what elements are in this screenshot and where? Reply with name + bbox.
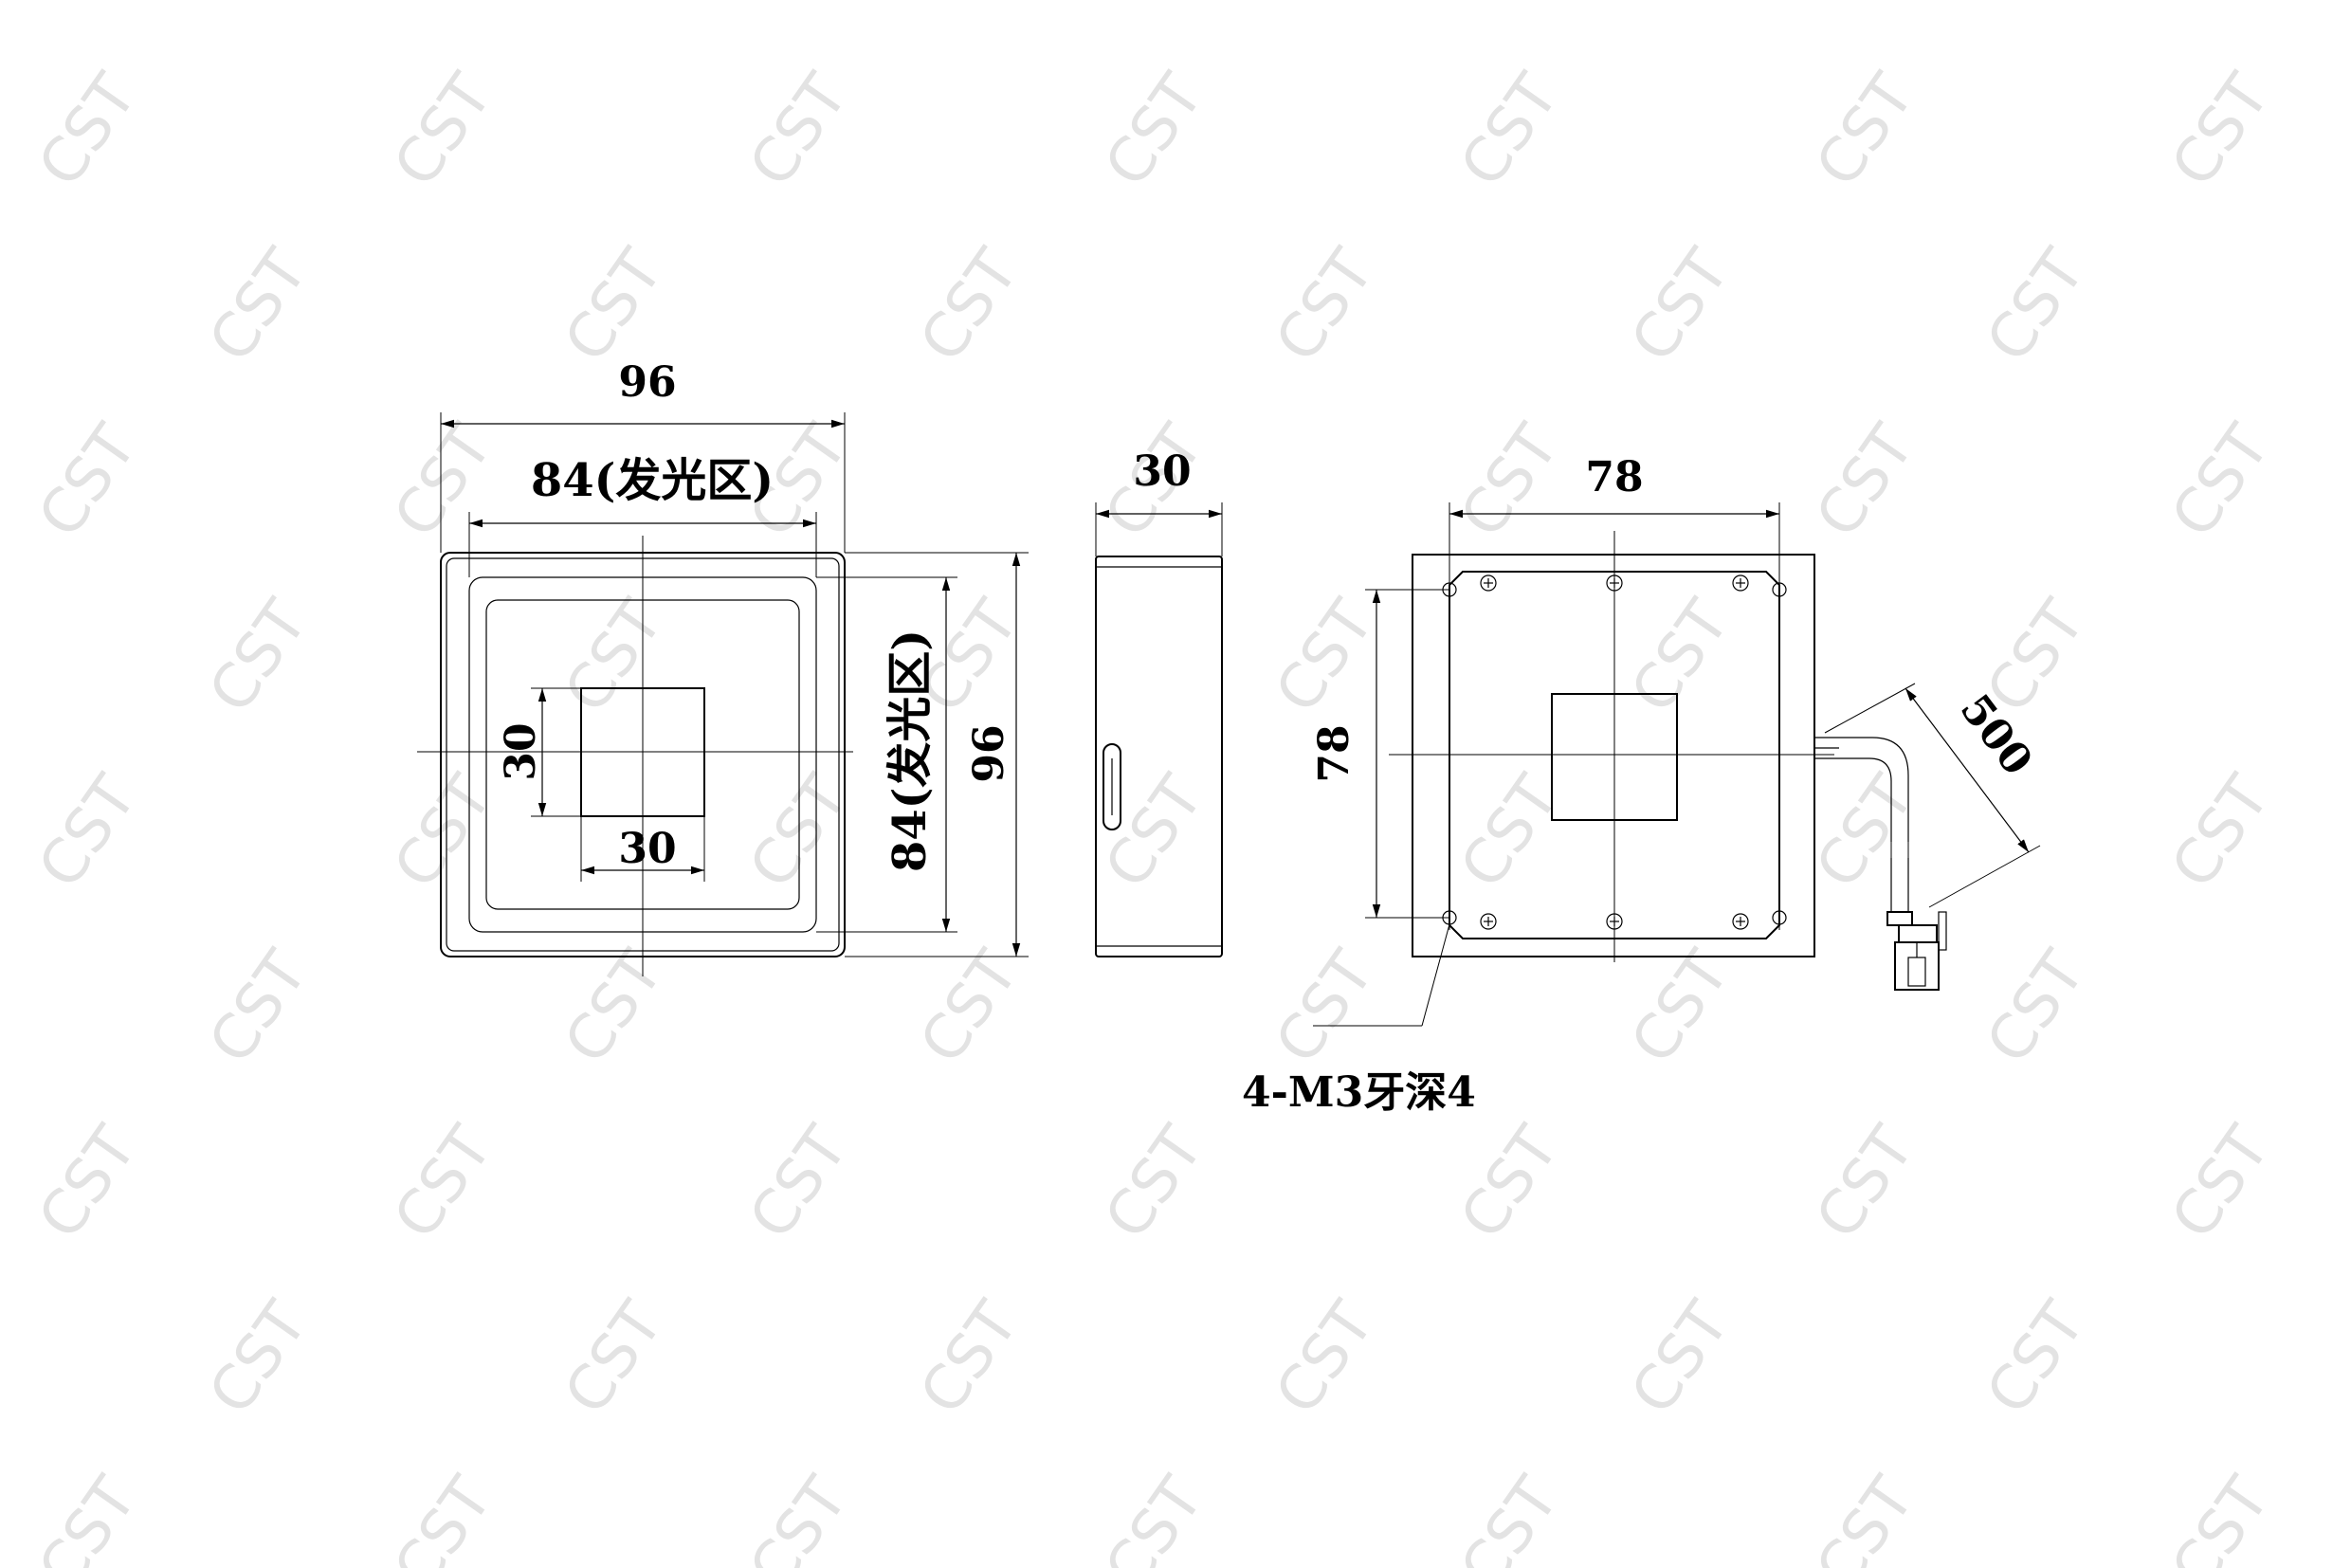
watermark-text: CST [1448, 1114, 1573, 1251]
connector-body [1898, 924, 1938, 943]
front-view: 96 84(发光区) 30 30 84(发光区) 96 [417, 358, 1029, 976]
connector-slot [1907, 957, 1926, 987]
watermark-text: CST [1448, 412, 1573, 550]
watermark-text: CST [26, 1465, 151, 1568]
watermark-text: CST [907, 237, 1032, 374]
watermark-text: CST [1448, 62, 1573, 199]
cable-connector [1886, 911, 1947, 991]
watermark-text: CST [381, 62, 506, 199]
watermark-text: CST [26, 1114, 151, 1251]
watermark-text: CST [2159, 1114, 2284, 1251]
watermark-text: CST [26, 763, 151, 901]
side-view: 30 [1095, 447, 1223, 957]
watermark-text: CST [381, 1465, 506, 1568]
watermark-text: CST [552, 939, 677, 1076]
watermark-layer: CST CST CST CST CST CST CST CST CST CST CST CST CST C… [26, 62, 2284, 1568]
watermark-text: CST [907, 1289, 1032, 1427]
watermark-text: CST [1448, 763, 1573, 901]
side-housing-outline [1095, 556, 1223, 957]
front-window-height-label: 30 [497, 722, 545, 780]
watermark-text: CST [552, 588, 677, 725]
watermark-text: CST [1618, 1289, 1743, 1427]
back-screw [1732, 574, 1749, 592]
cable-outline-lower-segment [1890, 858, 1909, 912]
watermark-text: CST [196, 237, 321, 374]
watermark-text: CST [1448, 1465, 1573, 1568]
back-screw-group [1480, 574, 1749, 930]
connector-latch [1938, 911, 1947, 951]
watermark-text: CST [2159, 1465, 2284, 1568]
back-screw [1606, 913, 1623, 930]
watermark-text: CST [1092, 763, 1217, 901]
watermark-text: CST [1092, 1114, 1217, 1251]
watermark-text: CST [1803, 412, 1928, 550]
cable-outline-lower [1814, 757, 1892, 842]
watermark-text: CST [196, 1289, 321, 1427]
watermark-text: CST [737, 1465, 862, 1568]
watermark-text: CST [1618, 939, 1743, 1076]
watermark-text: CST [2159, 62, 2284, 199]
watermark-text: CST [1263, 1289, 1388, 1427]
dim-line-cable-length [1904, 687, 2030, 853]
connector-collar [1886, 911, 1913, 926]
back-housing-outline [1412, 554, 1815, 957]
side-depth-label: 30 [1133, 447, 1191, 496]
front-emitting-width-label: 84(发光区) [531, 454, 774, 507]
back-thread-note: 4-M3牙深4 [1242, 1068, 1476, 1117]
watermark-text: CST [1263, 588, 1388, 725]
watermark-text: CST [1092, 62, 1217, 199]
thread-leader-diagonal [1421, 923, 1450, 1027]
watermark-text: CST [26, 62, 151, 199]
watermark-text: CST [26, 412, 151, 550]
watermark-text: CST [552, 1289, 677, 1427]
side-cable-slot [1103, 743, 1121, 830]
watermark-text: CST [2159, 412, 2284, 550]
watermark-text: CST [1803, 763, 1928, 901]
front-width-label: 96 [618, 358, 676, 407]
watermark-text: CST [1974, 1289, 2099, 1427]
front-window-width-label: 30 [618, 825, 676, 873]
watermark-text: CST [1092, 1465, 1217, 1568]
back-view: 78 78 500 4-M3牙深4 [1242, 453, 2042, 1117]
watermark-text: CST [381, 763, 506, 901]
watermark-text: CST [381, 412, 506, 550]
back-hole-spacing-y-label: 78 [1310, 724, 1358, 782]
watermark-text: CST [1803, 62, 1928, 199]
back-screw [1732, 913, 1749, 930]
watermark-text: CST [737, 1114, 862, 1251]
watermark-text: CST [737, 62, 862, 199]
watermark-text: CST [1618, 237, 1743, 374]
watermark-text: CST [381, 1114, 506, 1251]
watermark-text: CST [1974, 939, 2099, 1076]
watermark-text: CST [196, 588, 321, 725]
watermark-text: CST [2159, 763, 2284, 901]
back-screw [1480, 913, 1497, 930]
watermark-text: CST [1618, 588, 1743, 725]
front-height-label: 96 [965, 724, 1013, 782]
back-hole-spacing-x-label: 78 [1585, 453, 1643, 501]
dim-extension-cable-start [1824, 683, 1916, 734]
watermark-text: CST [1803, 1114, 1928, 1251]
watermark-text: CST [907, 939, 1032, 1076]
dim-extension-cable-end [1928, 845, 2041, 908]
watermark-text: CST [196, 939, 321, 1076]
watermark-text: CST [1263, 237, 1388, 374]
watermark-text: CST [1263, 939, 1388, 1076]
watermark-text: CST [1803, 1465, 1928, 1568]
back-screw [1480, 574, 1497, 592]
front-emitting-height-label: 84(发光区) [884, 629, 937, 872]
watermark-text: CST [1974, 237, 2099, 374]
back-screw [1606, 574, 1623, 592]
watermark-text: CST [552, 237, 677, 374]
back-plate-outline [1449, 571, 1780, 939]
